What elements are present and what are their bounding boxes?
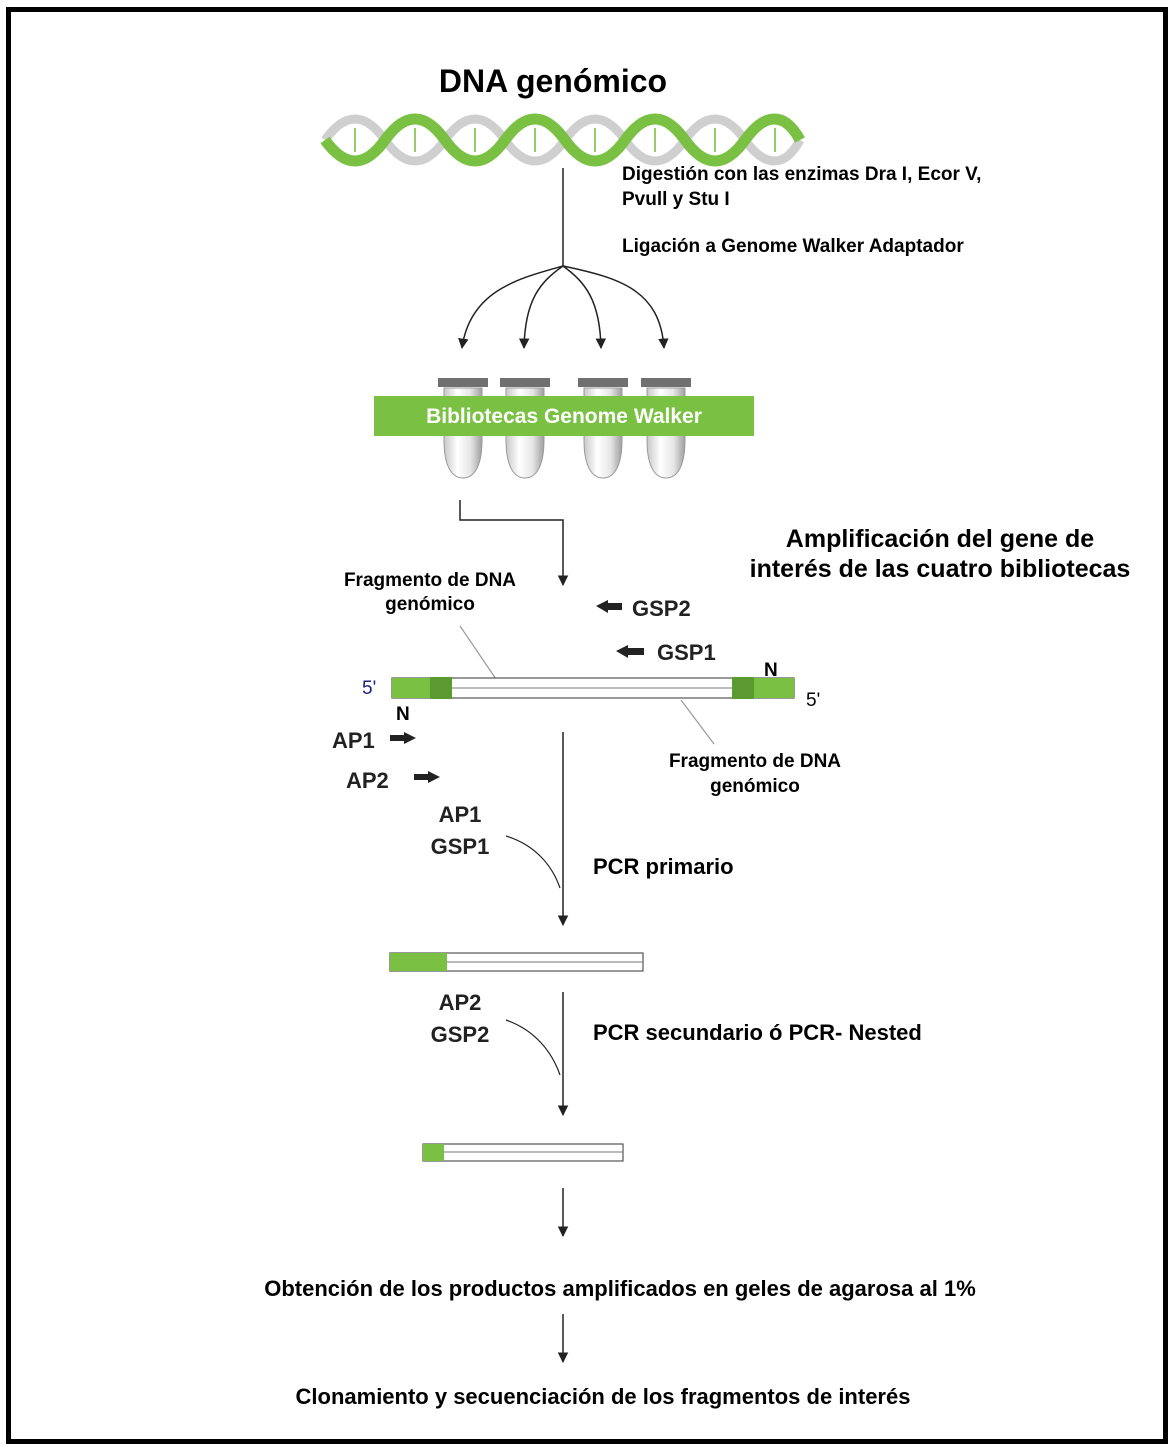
fragment-pointer-bottom [680, 699, 715, 745]
dna-helix-icon [320, 113, 805, 167]
library-banner [374, 396, 754, 436]
flow-arrow-amplification [459, 500, 569, 587]
diagram-title: DNA genómico [439, 63, 667, 99]
primary-pcr-primer-b: GSP1 [431, 834, 490, 859]
primary-pcr-label: PCR primario [593, 854, 734, 879]
digestion-text-line2: Pvull y Stu I [622, 189, 730, 210]
n-right-label: N [764, 660, 778, 681]
secondary-pcr-primer-a: AP2 [439, 990, 482, 1015]
gsp1-label: GSP1 [657, 640, 716, 665]
five-prime-right-label: 5' [806, 690, 820, 711]
amplification-text-line2: interés de las cuatro bibliotecas [750, 555, 1131, 583]
gsp1-arrow-icon [616, 645, 644, 658]
pcr-product-secondary [422, 1143, 624, 1162]
ap1-label: AP1 [332, 728, 375, 753]
dna-fragment-with-adapters [391, 677, 795, 699]
fragment-label-bottom-line2: genómico [710, 776, 800, 797]
fragment-label-top-line1: Fragmento de DNA [344, 570, 516, 591]
n-left-label: N [396, 704, 410, 725]
fragment-label-top-line2: genómico [385, 594, 475, 615]
ap1-arrow-icon [390, 732, 416, 744]
gsp2-arrow-icon [596, 600, 622, 613]
primer-curve-secondary [505, 1019, 561, 1076]
digestion-text-line1: Digestión con las enzimas Dra I, Ecor V, [622, 164, 981, 185]
gsp2-label: GSP2 [632, 596, 691, 621]
fragment-label-bottom-line1: Fragmento de DNA [669, 751, 841, 772]
ap2-arrow-icon [414, 771, 440, 783]
pcr-product-primary [389, 952, 644, 972]
final-text: Clonamiento y secuenciación de los fragm… [296, 1384, 911, 1409]
amplification-text-line1: Amplificación del gene de [786, 525, 1094, 553]
ap2-label: AP2 [346, 768, 389, 793]
diagram-frame [6, 7, 1168, 1444]
fragment-pointer-top [459, 625, 499, 683]
five-prime-left-label: 5' [362, 678, 376, 699]
secondary-pcr-primer-b: GSP2 [431, 1022, 490, 1047]
primary-pcr-primer-a: AP1 [439, 802, 482, 827]
result-text: Obtención de los productos amplificados … [264, 1276, 976, 1301]
ligation-text: Ligación a Genome Walker Adaptador [622, 236, 964, 257]
split-arrows [458, 265, 669, 350]
primer-curve-primary [505, 835, 561, 889]
secondary-pcr-label: PCR secundario ó PCR- Nested [593, 1020, 922, 1045]
library-label: Bibliotecas Genome Walker [426, 405, 702, 428]
